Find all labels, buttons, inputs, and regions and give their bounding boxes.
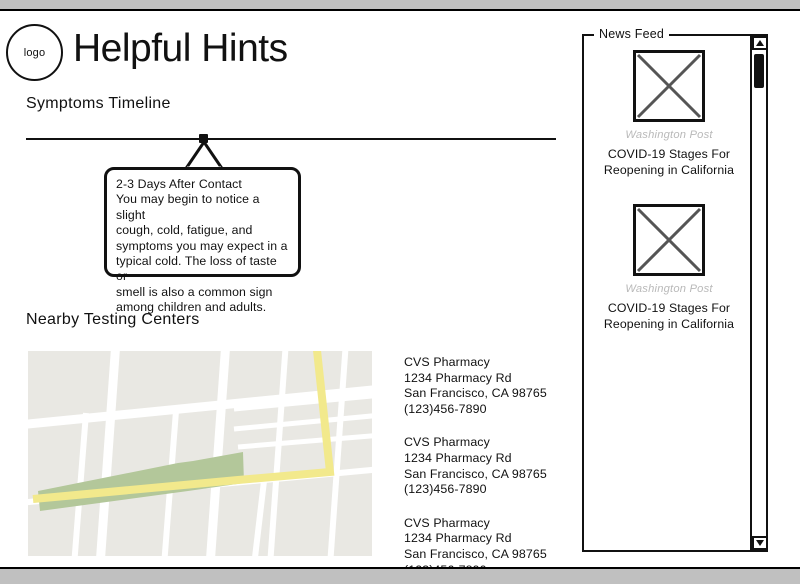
news-headline[interactable]: COVID-19 Stages For Reopening in Califor… [594, 147, 744, 178]
callout-body-line: among children and adults. [116, 300, 267, 315]
news-item[interactable]: Washington Post COVID-19 Stages For Reop… [594, 50, 744, 178]
testing-center-item[interactable]: CVS Pharmacy 1234 Pharmacy Rd San Franci… [404, 435, 574, 497]
map-image[interactable] [28, 351, 372, 556]
center-street: 1234 Pharmacy Rd [404, 450, 512, 465]
news-feed-scroll-area[interactable]: Washington Post COVID-19 Stages For Reop… [584, 36, 766, 550]
center-city: San Francisco, CA 98765 [404, 546, 547, 561]
callout-body-line: smell is also a common sign [116, 284, 273, 299]
center-street: 1234 Pharmacy Rd [404, 370, 512, 385]
page-title: Helpful Hints [73, 27, 288, 70]
news-feed-legend-label: News Feed [594, 27, 670, 41]
callout-body-line: symptoms you may expect in a [116, 238, 288, 253]
center-name: CVS Pharmacy [404, 435, 490, 450]
center-name: CVS Pharmacy [404, 515, 490, 530]
news-headline-line: Reopening in California [603, 162, 735, 177]
callout-body-line: cough, cold, fatigue, and [116, 223, 253, 238]
testing-center-item[interactable]: CVS Pharmacy 1234 Pharmacy Rd San Franci… [404, 355, 574, 417]
scroll-up-arrow-icon[interactable] [752, 36, 768, 50]
news-headline[interactable]: COVID-19 Stages For Reopening in Califor… [594, 301, 744, 332]
logo-label: logo [23, 46, 46, 59]
callout-body-line: typical cold. The loss of taste or [116, 254, 277, 284]
callout-title: 2-3 Days After Contact [116, 177, 242, 191]
news-thumbnail-placeholder-icon [633, 50, 705, 122]
center-phone[interactable]: (123)456-7890 [404, 482, 487, 497]
testing-centers-list: CVS Pharmacy 1234 Pharmacy Rd San Franci… [404, 355, 574, 567]
scroll-down-arrow-icon[interactable] [752, 536, 768, 550]
center-street: 1234 Pharmacy Rd [404, 531, 512, 546]
news-headline-line: COVID-19 Stages For [607, 301, 731, 315]
symptom-callout-bubble[interactable]: 2-3 Days After Contact You may begin to … [104, 167, 301, 314]
center-name: CVS Pharmacy [404, 355, 490, 369]
news-headline-line: Reopening in California [603, 316, 735, 331]
news-source: Washington Post [625, 129, 713, 141]
timeline-marker-dot[interactable] [199, 134, 208, 143]
callout-body-line: You may begin to notice a slight [116, 192, 260, 222]
center-phone[interactable]: (123)456-7890 [404, 563, 574, 567]
triangle-down-glyph [756, 540, 764, 546]
nearby-testing-centers-heading: Nearby Testing Centers [26, 311, 200, 328]
news-thumbnail-placeholder-icon [633, 204, 705, 276]
news-item[interactable]: Washington Post COVID-19 Stages For Reop… [594, 204, 744, 332]
news-headline-line: COVID-19 Stages For [607, 147, 731, 161]
page-canvas: logo Helpful Hints Symptoms Timeline 2-3… [0, 9, 800, 569]
news-feed-scrollbar[interactable] [750, 36, 768, 550]
news-feed-panel: Washington Post COVID-19 Stages For Reop… [582, 34, 768, 552]
testing-center-item[interactable]: CVS Pharmacy 1234 Pharmacy Rd San Franci… [404, 515, 574, 567]
scrollbar-thumb[interactable] [754, 54, 764, 88]
logo[interactable]: logo [6, 24, 63, 81]
symptoms-timeline-heading: Symptoms Timeline [26, 95, 171, 112]
news-source: Washington Post [625, 283, 713, 295]
triangle-up-glyph [756, 40, 764, 46]
timeline-axis [26, 138, 556, 140]
center-city: San Francisco, CA 98765 [404, 386, 547, 401]
center-phone[interactable]: (123)456-7890 [404, 401, 487, 416]
center-city: San Francisco, CA 98765 [404, 466, 547, 481]
scrollbar-track[interactable] [753, 50, 766, 536]
